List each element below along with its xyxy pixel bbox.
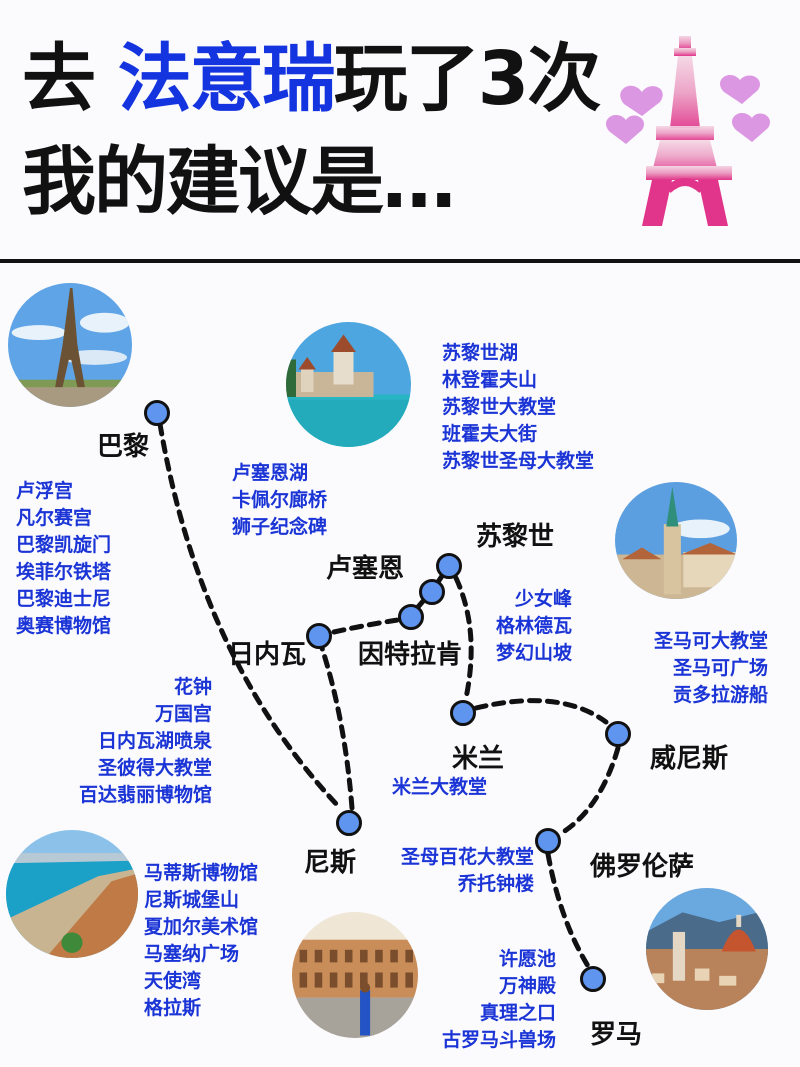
page-subtitle: 我的建议是… (22, 139, 456, 225)
sight-item: 少女峰 (514, 588, 572, 610)
heart-icon (620, 85, 663, 116)
sight-item: 凡尔赛宫 (16, 507, 93, 529)
sight-item: 夏加尔美术馆 (144, 916, 259, 938)
sight-item: 万神殿 (498, 975, 556, 997)
nice-photo (6, 830, 138, 958)
heart-icon (606, 115, 645, 144)
sights-list-venice: 圣马可大教堂 圣马可广场 贡多拉游船 (654, 628, 768, 709)
city-label-paris: 巴黎 (97, 432, 150, 462)
route-node-interlaken[interactable] (398, 604, 424, 630)
sights-list-zurich: 苏黎世湖 林登霍夫山 苏黎世大教堂 班霍夫大街 苏黎世圣母大教堂 (442, 340, 594, 475)
sight-item: 圣母百花大教堂 (400, 846, 534, 868)
sight-item: 格林德瓦 (495, 615, 572, 637)
route-node-paris[interactable] (144, 400, 170, 426)
sights-list-lucerne: 卢塞恩湖 卡佩尔廊桥 狮子纪念碑 (232, 460, 327, 541)
sight-item: 苏黎世圣母大教堂 (442, 450, 595, 472)
city-label-interlaken: 因特拉肯 (358, 640, 463, 670)
city-label-florence: 佛罗伦萨 (590, 852, 695, 882)
heart-icon (720, 75, 761, 104)
sights-list-geneva: 花钟 万国宫 日内瓦湖喷泉 圣彼得大教堂 百达翡丽博物馆 (79, 674, 212, 809)
title-suffix: 玩了3次 (333, 36, 601, 122)
sight-item: 花钟 (173, 676, 212, 698)
florence-photo (646, 888, 768, 1010)
sight-item: 巴黎迪士尼 (16, 588, 112, 610)
paris-photo (8, 283, 132, 407)
sight-item: 卢浮宫 (16, 480, 74, 502)
duomo-photo-icon (646, 888, 768, 1010)
sight-item: 卡佩尔廊桥 (232, 489, 328, 511)
city-label-nice: 尼斯 (304, 848, 357, 878)
header: 去 法意瑞玩了3次 我的建议是… (0, 0, 800, 263)
sight-item: 许愿池 (498, 948, 556, 970)
sight-item: 狮子纪念碑 (232, 516, 328, 538)
colosseum-photo-icon (292, 912, 418, 1038)
sight-item: 古罗马斗兽场 (441, 1029, 556, 1051)
route-segment-nice-geneva (319, 645, 355, 811)
sight-item: 苏黎世大教堂 (442, 396, 557, 418)
route-node-milan[interactable] (450, 700, 476, 726)
sight-item: 百达翡丽博物馆 (78, 784, 212, 806)
sights-list-milan: 米兰大教堂 (392, 774, 487, 801)
city-label-rome: 罗马 (590, 1020, 643, 1050)
sight-item: 巴黎凯旋门 (16, 534, 112, 556)
sight-item: 贡多拉游船 (672, 684, 768, 706)
sights-list-interlaken: 少女峰 格林德瓦 梦幻山坡 (496, 586, 572, 667)
title-highlight: 法意瑞 (117, 36, 336, 122)
route-node-nice[interactable] (336, 810, 362, 836)
route-node-geneva[interactable] (306, 623, 332, 649)
sights-list-rome: 许愿池 万神殿 真理之口 古罗马斗兽场 (442, 946, 556, 1054)
title-prefix: 去 (22, 36, 118, 122)
sight-item: 梦幻山坡 (495, 642, 572, 664)
route-node-rome[interactable] (580, 966, 606, 992)
city-label-venice: 威尼斯 (650, 744, 729, 774)
sight-item: 马塞纳广场 (144, 943, 240, 965)
sight-item: 苏黎世湖 (442, 342, 519, 364)
coastline-photo-icon (6, 830, 138, 958)
city-label-geneva: 日内瓦 (228, 640, 307, 670)
header-divider (0, 259, 800, 263)
church-spire-photo-icon (615, 482, 737, 599)
page-title: 去 法意瑞玩了3次 (22, 42, 601, 116)
rome-photo (292, 912, 418, 1038)
sight-item: 米兰大教堂 (392, 776, 488, 798)
lucerne-photo (286, 322, 411, 447)
sight-item: 尼斯城堡山 (144, 889, 240, 911)
city-label-lucerne: 卢塞恩 (326, 554, 405, 584)
route-segment-venice-florence (557, 745, 621, 837)
route-node-florence[interactable] (535, 828, 561, 854)
heart-icon (732, 113, 771, 142)
sight-item: 天使湾 (144, 970, 202, 992)
sight-item: 埃菲尔铁塔 (16, 561, 112, 583)
sight-item: 奥赛博物馆 (16, 615, 112, 637)
city-label-zurich: 苏黎世 (476, 522, 555, 552)
sight-item: 圣马可大教堂 (653, 630, 768, 652)
sight-item: 日内瓦湖喷泉 (97, 730, 212, 752)
route-node-zurich[interactable] (436, 553, 462, 579)
zurich-photo (615, 482, 737, 599)
pink-eiffel-tower-icon (606, 36, 771, 226)
route-node-venice[interactable] (605, 721, 631, 747)
route-segment-zurich-milan (453, 575, 474, 701)
sight-item: 乔托钟楼 (457, 873, 534, 895)
route-segment-geneva-interlaken (331, 617, 401, 635)
route-node-lucerne[interactable] (419, 579, 445, 605)
eiffel-tower-photo-icon (8, 283, 132, 407)
sights-list-nice: 马蒂斯博物馆 尼斯城堡山 夏加尔美术馆 马塞纳广场 天使湾 格拉斯 (144, 860, 258, 1022)
sight-item: 马蒂斯博物馆 (144, 862, 259, 884)
lake-castle-photo-icon (286, 322, 411, 447)
sight-item: 班霍夫大街 (442, 423, 538, 445)
sights-list-paris: 卢浮宫 凡尔赛宫 巴黎凯旋门 埃菲尔铁塔 巴黎迪士尼 奥赛博物馆 (16, 478, 111, 640)
sights-list-florence: 圣母百花大教堂 乔托钟楼 (401, 844, 534, 898)
sight-item: 万国宫 (154, 703, 212, 725)
sight-item: 圣马可广场 (672, 657, 768, 679)
sight-item: 真理之口 (479, 1002, 556, 1024)
sight-item: 格拉斯 (144, 997, 202, 1019)
sight-item: 林登霍夫山 (442, 369, 538, 391)
sight-item: 圣彼得大教堂 (97, 757, 212, 779)
city-label-milan: 米兰 (452, 744, 505, 774)
route-segment-milan-venice (473, 698, 609, 725)
sight-item: 卢塞恩湖 (232, 462, 309, 484)
